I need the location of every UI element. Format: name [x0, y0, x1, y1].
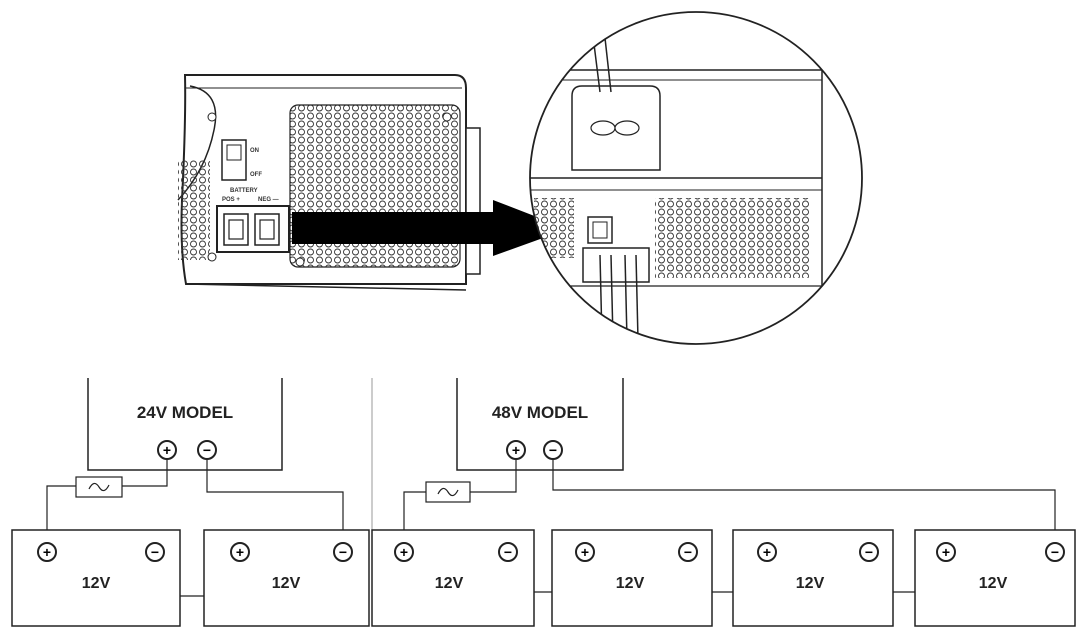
arrow-icon — [292, 200, 568, 256]
svg-text:−: − — [865, 544, 873, 560]
battery-label: 12V — [616, 575, 645, 592]
svg-text:+: + — [763, 544, 771, 560]
model-label-24v: 24V MODEL — [137, 403, 233, 422]
battery-48v-2: 12V + − — [551, 529, 713, 627]
plus-terminal-icon: + — [936, 542, 956, 562]
battery-label: 12V — [979, 575, 1008, 592]
diagram-48v: 48V MODEL + − 12V + − 12V + − 12V + — [371, 378, 1076, 627]
minus-terminal-icon: − — [678, 542, 698, 562]
minus-terminal-icon: − — [1045, 542, 1065, 562]
svg-text:+: + — [236, 544, 244, 560]
plus-terminal-icon: + — [575, 542, 595, 562]
battery-48v-3: 12V + − — [732, 529, 894, 627]
battery-48v-1: 12V + − — [371, 529, 535, 627]
minus-terminal-icon: − — [333, 542, 353, 562]
pos-label: POS + — [222, 197, 240, 203]
diagram-24v: 24V MODEL + − 12V + − 12V + − — [11, 378, 370, 627]
inverter-24v — [87, 378, 283, 471]
fuse-icon — [75, 476, 123, 498]
svg-text:+: + — [43, 544, 51, 560]
plus-terminal-icon: + — [506, 440, 526, 460]
plus-terminal-icon: + — [230, 542, 250, 562]
battery-label: 12V — [82, 575, 111, 592]
svg-text:−: − — [504, 544, 512, 560]
svg-text:+: + — [163, 442, 171, 458]
magnifier-icon — [529, 11, 863, 345]
minus-terminal-icon: − — [498, 542, 518, 562]
inverter-48v — [456, 378, 624, 471]
vent-grille-left — [178, 160, 210, 260]
neg-label: NEG — — [258, 197, 279, 203]
battery-label: 12V — [435, 575, 464, 592]
switch-on-label: ON — [250, 148, 259, 154]
battery-terminal-block — [216, 205, 290, 253]
minus-terminal-icon: − — [197, 440, 217, 460]
switch-off-label: OFF — [250, 172, 262, 178]
battery-24v-1: 12V + − — [11, 529, 181, 627]
battery-label: BATTERY — [230, 188, 258, 194]
svg-text:+: + — [400, 544, 408, 560]
svg-text:−: − — [684, 544, 692, 560]
svg-text:+: + — [512, 442, 520, 458]
inverter-side-view: ON OFF BATTERY POS + NEG — — [177, 74, 481, 291]
svg-text:−: − — [339, 544, 347, 560]
power-switch: ON OFF — [221, 139, 262, 181]
svg-text:−: − — [549, 442, 557, 458]
fuse-icon — [425, 481, 471, 503]
plus-terminal-icon: + — [757, 542, 777, 562]
plus-terminal-icon: + — [157, 440, 177, 460]
battery-label: 12V — [272, 575, 301, 592]
plus-terminal-icon: + — [394, 542, 414, 562]
minus-terminal-icon: − — [543, 440, 563, 460]
plus-terminal-icon: + — [37, 542, 57, 562]
minus-terminal-icon: − — [145, 542, 165, 562]
battery-24v-2: 12V + − — [203, 529, 370, 627]
svg-text:−: − — [203, 442, 211, 458]
svg-text:+: + — [942, 544, 950, 560]
svg-text:+: + — [581, 544, 589, 560]
battery-48v-4: 12V + − — [914, 529, 1076, 627]
svg-text:−: − — [151, 544, 159, 560]
battery-label: 12V — [796, 575, 825, 592]
model-label-48v: 48V MODEL — [492, 403, 588, 422]
minus-terminal-icon: − — [859, 542, 879, 562]
svg-text:−: − — [1051, 544, 1059, 560]
